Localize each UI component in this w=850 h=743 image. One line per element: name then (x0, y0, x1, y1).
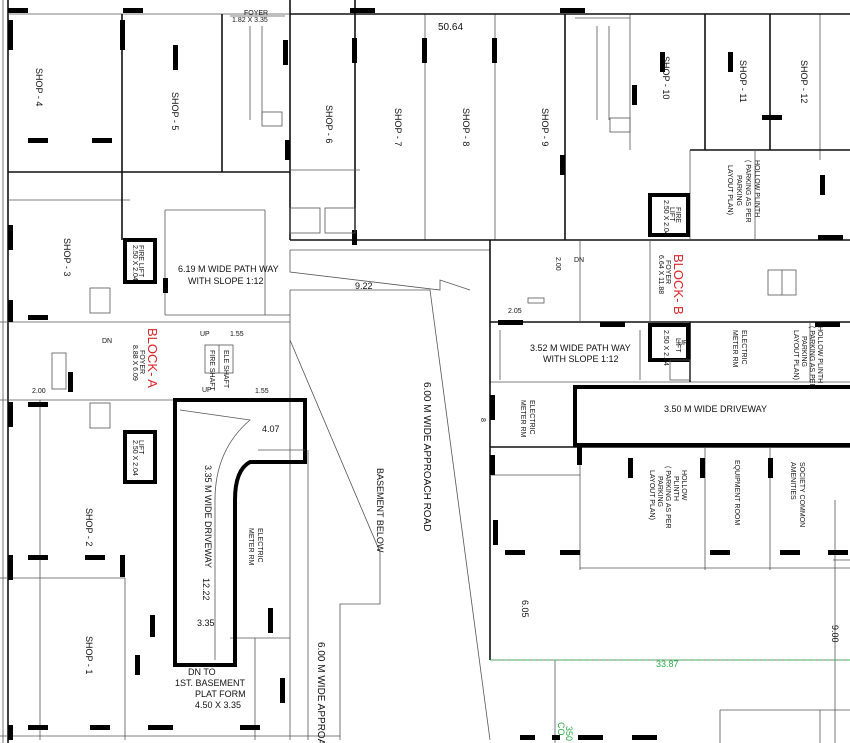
hollow-plinth-1-line1: HOLLOW PLINTH (753, 160, 760, 217)
foyer-top-size: 1.82 X 3.35 (232, 17, 268, 24)
shop-5-label: SHOP - 5 (170, 92, 180, 130)
block-b-label: BLOCK- B (671, 254, 686, 315)
fire-lift-b-size: 2.50 X 2.04 (662, 200, 669, 236)
ele-shaft-label: ELE SHAFT (222, 350, 229, 389)
driveway-b-outline (573, 385, 850, 447)
fire-shaft-label: FIRE SHAFT (208, 350, 215, 392)
fire-lift-a-label: FIRE LIFT (137, 245, 144, 278)
shaft-boxes (51, 111, 797, 429)
stair-up-2: UP (202, 387, 212, 394)
shop-8-label: SHOP - 8 (461, 108, 471, 146)
platform-line1: DN TO (188, 667, 216, 677)
block-a-label: BLOCK- A (145, 328, 160, 388)
dimension-922: 9.22 (355, 281, 373, 291)
lift-b-size: 2.50 X 2.04 (662, 330, 669, 366)
dimension-overall: 50.64 (438, 22, 463, 33)
hollow-plinth-2-line2: ( PARKING AS PER (808, 326, 815, 389)
shop-4-label: SHOP - 4 (34, 68, 44, 106)
columns (8, 8, 848, 740)
shop-12-label: SHOP - 12 (799, 60, 809, 103)
pathway-b-line1: 3.52 M WIDE PATH WAY (530, 343, 631, 353)
pathway-a-line2: WITH SLOPE 1:12 (188, 276, 264, 286)
shop-11-label: SHOP - 11 (738, 60, 748, 103)
dimension-3387: 33.87 (656, 659, 679, 669)
approach-road-label-2: 6.00 M WIDE APPROACH (315, 642, 326, 743)
shop-2-label: SHOP - 2 (84, 508, 94, 546)
stair-up-3: UP (678, 340, 688, 347)
driveway-b-label: 3.50 M WIDE DRIVEWAY (664, 404, 767, 414)
hollow-plinth-1-line4: LAYOUT PLAN) (726, 165, 733, 215)
pathway-b-line2: WITH SLOPE 1:12 (543, 354, 619, 364)
society-line2: AMENITIES (789, 462, 796, 500)
fire-lift-a-size: 2.50 X 2.04 (131, 245, 138, 281)
dimension-605: 6.05 (520, 600, 530, 618)
hollow-plinth-3-line4: PARKING (656, 476, 663, 507)
hollow-plinth-2-line4: LAYOUT PLAN) (792, 330, 799, 380)
dimension-200a: 2.00 (32, 388, 46, 395)
stair-up-1: UP (200, 331, 210, 338)
shop-6-label: SHOP - 6 (324, 105, 334, 143)
fire-lift-b-label: FIRE (674, 207, 681, 223)
shop-9-label: SHOP - 9 (540, 108, 550, 146)
foyer-top-label: FOYER (244, 10, 268, 17)
dimension-155a: 1.55 (230, 331, 244, 338)
electric-b2-line2: METER RM (731, 330, 738, 368)
hollow-plinth-3-line1: HOLLOW (680, 470, 687, 501)
lift-b-label: LIFT (674, 338, 681, 353)
electric-a-line1: ELECTRIC (256, 528, 263, 563)
shop-10-label: SHOP - 10 (661, 56, 671, 99)
hollow-plinth-1-line3: PARKING (735, 175, 742, 206)
driveway-a-outline (173, 398, 307, 667)
basement-below-label: BASEMENT BELOW (375, 468, 385, 553)
green-fragment: CO (556, 722, 566, 736)
labels: 50.64 SHOP - 4 SHOP - 5 SHOP - 6 SHOP - … (32, 10, 840, 743)
hollow-plinth-2-line3: PARKING (800, 336, 807, 367)
shop-7-label: SHOP - 7 (393, 108, 403, 146)
stair-dn-1: DN (102, 338, 112, 345)
hollow-plinth-3-line5: LAYOUT PLAN) (648, 470, 655, 520)
fire-lift-b-label2: LIFT (668, 207, 675, 222)
dimension-1222: 12.22 (201, 578, 211, 601)
platform-line2: 1ST. BASEMENT (175, 678, 246, 688)
foyer-b-label: FOYER (664, 260, 671, 284)
lift-enclosures (123, 193, 690, 484)
electric-b2-line1: ELECTRIC (740, 330, 747, 365)
electric-b1-line2: METER RM (519, 400, 526, 438)
shop-3-label: SHOP - 3 (62, 238, 72, 276)
dimension-900: 9.00 (830, 625, 840, 643)
dimension-8: 8 (479, 418, 486, 422)
lift-a-size: 2.50 X 2.04 (131, 440, 138, 476)
hollow-plinth-3-line3: ( PARKING AS PER (664, 466, 671, 529)
dimension-205: 2.05 (508, 308, 522, 315)
shop-1-label: SHOP - 1 (84, 636, 94, 674)
foyer-a-size: 8.88 X 6.09 (131, 345, 138, 381)
hollow-plinth-3-line2: PLINTH (672, 476, 679, 501)
stair-dn-2: DN (574, 257, 584, 264)
platform-line3: PLAT FORM (195, 689, 246, 699)
pathway-a-line1: 6.19 M WIDE PATH WAY (178, 264, 279, 274)
platform-line4: 4.50 X 3.35 (195, 700, 241, 710)
society-line1: SOCIETY COMMON (798, 462, 805, 527)
hollow-plinth-1-line2: ( PARKING AS PER (744, 160, 751, 223)
foyer-a-label: FOYER (138, 350, 145, 374)
dimension-200b: 2.00 (554, 257, 561, 271)
dimension-350: 350 (564, 726, 574, 741)
lift-a-label: LIFT (137, 440, 144, 455)
foyer-b-size: 6.64 X 11.88 (657, 255, 664, 294)
electric-a-line2: METER RM (247, 528, 254, 566)
hollow-plinth-2-line1: HOLLOW PLINTH (816, 326, 823, 383)
electric-b1-line1: ELECTRIC (528, 400, 535, 435)
driveway-a-label: 3.35 M WIDE DRIVEWAY (203, 465, 213, 568)
dimension-155b: 1.55 (255, 388, 269, 395)
dimension-407: 4.07 (262, 424, 280, 434)
approach-road-label: 6.00 M WIDE APPROACH ROAD (421, 382, 432, 531)
equipment-room-label: EQUIPMENT ROOM (733, 460, 740, 525)
dimension-335: 3.35 (197, 618, 215, 628)
